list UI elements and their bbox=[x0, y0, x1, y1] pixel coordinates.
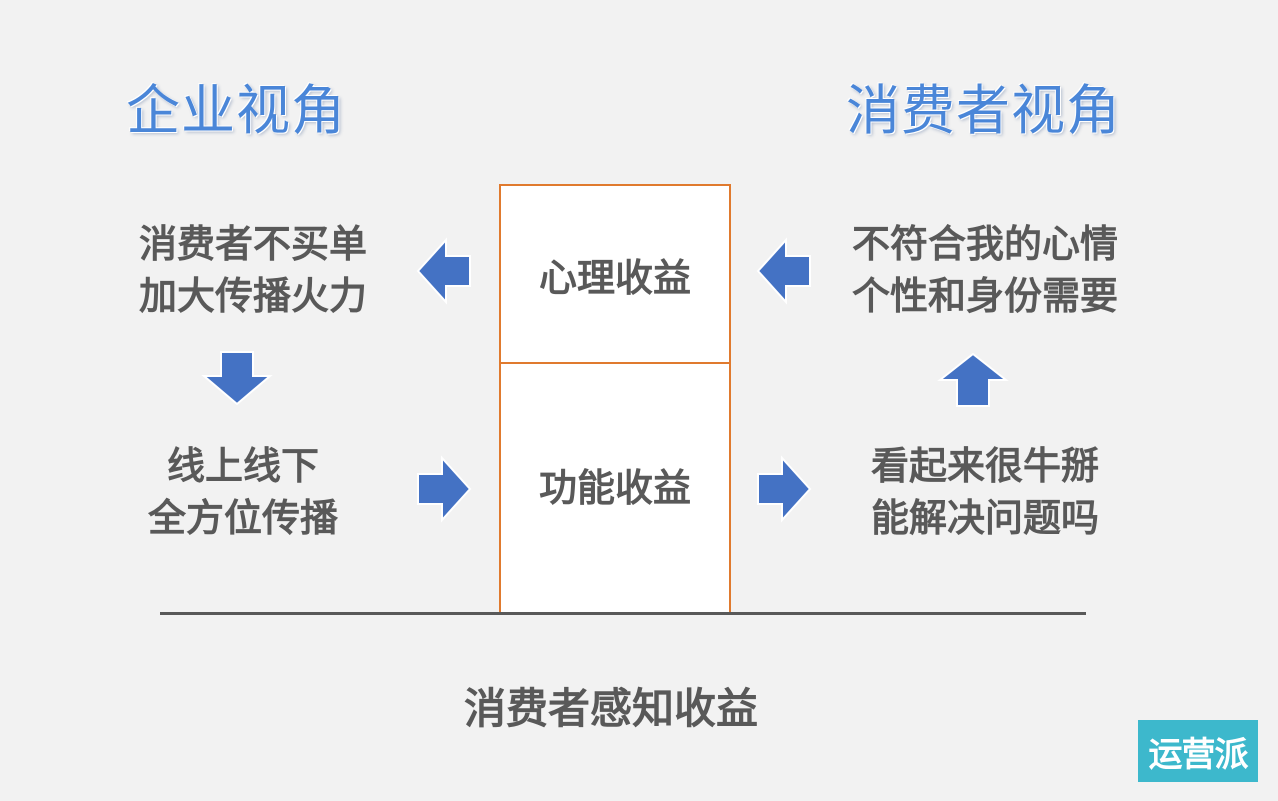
arrow-down-icon bbox=[201, 351, 273, 406]
arrow-right-icon bbox=[757, 455, 812, 523]
brand-logo: 运营派 bbox=[1138, 720, 1258, 782]
arrow-left-icon bbox=[416, 237, 471, 305]
left-bottom-line-2: 全方位传播 bbox=[147, 496, 338, 540]
perceived-benefit-label: 消费者感知收益 bbox=[0, 675, 1230, 736]
enterprise-perspective-heading: 企业视角 bbox=[126, 79, 346, 142]
right-top-text: 不符合我的心情 个性和身份需要 bbox=[830, 218, 1140, 322]
functional-benefit-label: 功能收益 bbox=[538, 465, 691, 510]
perceived-benefit-text: 消费者感知收益 bbox=[463, 684, 758, 733]
arrow-up-icon bbox=[937, 352, 1009, 407]
arrow-right-icon bbox=[417, 455, 472, 523]
left-bottom-line-1: 线上线下 bbox=[166, 444, 319, 488]
left-top-line-1: 消费者不买单 bbox=[138, 222, 367, 266]
left-top-line-2: 加大传播火力 bbox=[138, 274, 367, 318]
arrow-left-icon bbox=[756, 237, 811, 305]
functional-benefit-box: 功能收益 bbox=[499, 362, 731, 614]
brand-logo-text: 运营派 bbox=[1148, 734, 1249, 775]
baseline-divider bbox=[160, 612, 1086, 615]
psychological-benefit-box: 心理收益 bbox=[499, 184, 731, 364]
right-bottom-line-2: 能解决问题吗 bbox=[870, 496, 1099, 540]
psychological-benefit-label: 心理收益 bbox=[538, 255, 691, 300]
consumer-perspective-heading: 消费者视角 bbox=[846, 79, 1121, 142]
right-bottom-line-1: 看起来很牛掰 bbox=[870, 444, 1099, 488]
left-top-text: 消费者不买单 加大传播火力 bbox=[118, 218, 388, 322]
left-bottom-text: 线上线下 全方位传播 bbox=[108, 440, 378, 544]
right-top-line-2: 个性和身份需要 bbox=[851, 274, 1118, 318]
right-top-line-1: 不符合我的心情 bbox=[851, 222, 1118, 266]
right-bottom-text: 看起来很牛掰 能解决问题吗 bbox=[830, 440, 1140, 544]
